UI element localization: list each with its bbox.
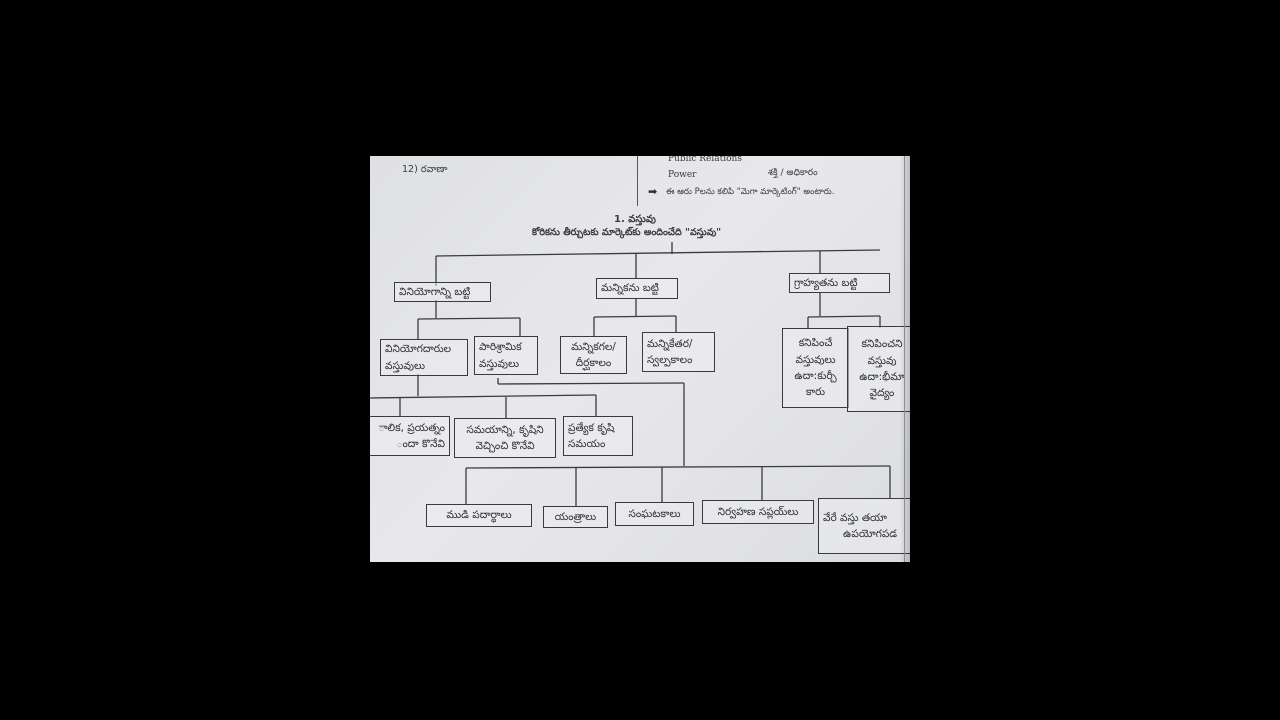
node-components: సంఘటకాలు xyxy=(615,502,694,526)
node-label-line2: సమయం xyxy=(568,438,606,450)
node-label: నిర్వహణ సప్లయ్‌లు xyxy=(717,505,799,518)
book-page-photo: — — — — — — — — — — 12) రవాణా Public Rel… xyxy=(370,156,910,562)
node-label-line2: వస్తువులు xyxy=(479,357,520,370)
node-label-line4: కారు xyxy=(806,386,825,399)
node-time-effort: సమయాన్ని, కృషిని వెచ్చించి కొనేవి xyxy=(454,418,556,458)
node-label-line1: మన్నికేతర/ xyxy=(647,337,693,350)
header-power-en: Power xyxy=(668,170,697,180)
node-label-line1: కనిపించే xyxy=(798,337,833,350)
node-label-line3: ఉదా:భీమా xyxy=(859,371,905,383)
node-maintenance-supplies: నిర్వహణ సప్లయ్‌లు xyxy=(702,500,814,524)
node-label-line2: వెచ్చించి కొనేవి xyxy=(475,440,535,452)
column-divider xyxy=(637,156,638,206)
node-label-line4: వైద్యం xyxy=(869,387,895,400)
node-label: యంత్రాలు xyxy=(554,510,597,523)
node-label-line2: స్వల్పకాలం xyxy=(647,354,693,366)
header-public-relations: Public Relations xyxy=(668,156,742,164)
node-by-durability: మన్నికను బట్టి xyxy=(596,278,678,299)
section-title: 1. వస్తువు xyxy=(614,214,656,225)
node-visible-goods: కనిపించే వస్తువులు ఉదా:కుర్చీ కారు xyxy=(782,328,849,408)
node-durable: మన్నికగల/ దీర్ఘకాలం xyxy=(560,336,627,374)
node-consumer-goods: వినియోగదారుల వస్తువులు xyxy=(380,339,468,376)
header-left-item: 12) రవాణా xyxy=(402,164,448,175)
node-label: ముడి పదార్థాలు xyxy=(446,509,512,522)
node-other-goods: వేరే వస్తు తయా ఉపయోగపడ xyxy=(818,498,910,554)
node-label-line1: వినియోగదారుల xyxy=(385,343,452,356)
node-nondurable: మన్నికేతర/ స్వల్పకాలం xyxy=(642,332,715,372)
node-label-line3: ఉదా:కుర్చీ xyxy=(794,370,837,382)
node-label-line1: వేరే వస్తు తయా xyxy=(823,511,887,524)
node-by-tangibility: గ్రాహ్యతను బట్టి xyxy=(789,273,890,293)
node-label-line1: ప్రత్యేక కృషి xyxy=(568,421,615,434)
node-label-line1: ాలిక, ప్రయత్నం xyxy=(378,421,445,434)
header-arrow-note: ఈ ఆరు Pలను కలిపి "మెగా మార్కెటింగ్" అంటా… xyxy=(666,187,835,197)
diagram-connectors xyxy=(370,242,891,506)
page-edge-line xyxy=(904,156,905,562)
node-by-consumption: వినియోగాన్ని బట్టి xyxy=(394,282,491,302)
arrow-icon: ➡ xyxy=(648,185,658,198)
node-raw-materials: ముడి పదార్థాలు xyxy=(426,504,532,527)
node-label-line2: వస్తువులు xyxy=(385,359,426,372)
node-label: సంఘటకాలు xyxy=(628,507,681,520)
node-label-line1: సమయాన్ని, కృషిని xyxy=(466,423,544,436)
node-low-effort: ాలిక, ప్రయత్నం ందా కొనేవి xyxy=(370,416,450,456)
node-label-line2: వస్తువు xyxy=(867,354,897,367)
header-fragment: — — — — — — — — — — xyxy=(400,156,516,160)
node-label-line2: ఉపయోగపడ xyxy=(843,528,898,540)
node-label-line2: దీర్ఘకాలం xyxy=(575,357,612,369)
node-label-line2: ందా కొనేవి xyxy=(396,438,445,450)
node-industrial-goods: పారిశ్రామిక వస్తువులు xyxy=(474,336,538,375)
node-label: మన్నికను బట్టి xyxy=(601,282,659,295)
section-subtitle: కోరికను తీర్చుటకు మార్కెట్‌కు అందించేది … xyxy=(532,227,722,238)
node-special-effort: ప్రత్యేక కృషి సమయం xyxy=(563,416,633,456)
node-label: గ్రాహ్యతను బట్టి xyxy=(794,276,858,289)
node-invisible-goods: కనిపించని వస్తువు ఉదా:భీమా వైద్యం xyxy=(847,326,910,412)
node-label-line1: మన్నికగల/ xyxy=(571,340,616,353)
node-label: వినియోగాన్ని బట్టి xyxy=(399,285,471,298)
page-edge-shadow xyxy=(900,156,910,562)
node-label-line1: పారిశ్రామిక xyxy=(479,341,522,354)
node-label-line2: వస్తువులు xyxy=(795,353,836,366)
header-power-te: శక్తి / అధికారం xyxy=(768,168,818,178)
node-label-line1: కనిపించని xyxy=(861,338,903,351)
node-machinery: యంత్రాలు xyxy=(543,506,608,528)
